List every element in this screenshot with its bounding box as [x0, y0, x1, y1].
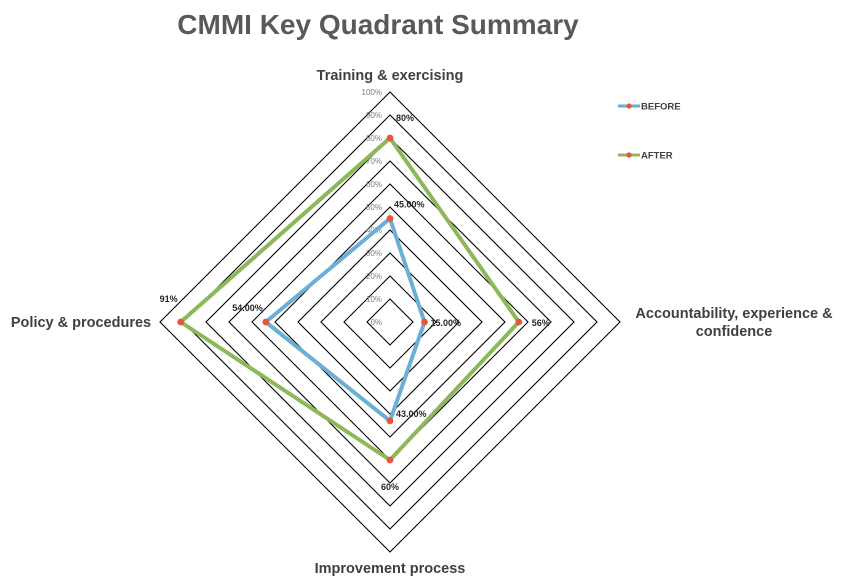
legend-label: AFTER [641, 151, 673, 162]
data-point-after [515, 318, 523, 326]
grid-ring [320, 252, 460, 392]
series-layer [177, 134, 523, 464]
data-point-before [386, 215, 394, 222]
data-point-after [386, 456, 394, 464]
tick-label: 50% [366, 203, 382, 212]
data-label-before: 15.00% [431, 318, 462, 328]
legend-marker [626, 103, 632, 109]
grid-ring [366, 298, 414, 346]
data-point-after [386, 134, 394, 142]
tick-label: 10% [366, 295, 382, 304]
grid-ring [228, 160, 552, 484]
legend-marker [626, 152, 632, 158]
axis-label: Accountability, experience &confidence [635, 306, 833, 340]
data-label-after: 91% [160, 294, 178, 304]
chart-title: CMMI Key Quadrant Summary [177, 9, 579, 40]
tick-label: 30% [366, 249, 382, 258]
tick-label: 80% [366, 134, 382, 143]
legend-label: BEFORE [641, 102, 681, 113]
data-label-after: 80% [396, 113, 414, 123]
grid-ring [205, 137, 575, 507]
tick-label: 60% [366, 180, 382, 189]
tick-labels: 0%10%20%30%40%50%60%70%80%90%100% [362, 88, 382, 327]
axis-label: Policy & procedures [11, 315, 151, 331]
tick-label: 0% [370, 318, 382, 327]
data-point-before [421, 318, 428, 326]
axis-label: Improvement process [315, 561, 466, 577]
tick-label: 70% [366, 157, 382, 166]
series-line-after [178, 136, 521, 462]
data-point-before [386, 417, 394, 425]
data-label-before: 43.00% [396, 409, 427, 419]
data-point-after [177, 318, 185, 326]
data-label-before: 45.00% [394, 200, 425, 210]
legend-item-after: AFTER [618, 151, 673, 162]
series-line-before [263, 216, 427, 423]
grid-ring [182, 114, 598, 530]
tick-label: 20% [366, 272, 382, 281]
grid-ring [159, 91, 621, 553]
data-label-after: 56% [532, 318, 550, 328]
tick-label: 90% [366, 111, 382, 120]
data-point-before [262, 318, 270, 326]
tick-label: 100% [362, 88, 382, 97]
data-label-after: 60% [381, 482, 399, 492]
grid-ring [297, 229, 483, 415]
legend-item-before: BEFORE [618, 102, 681, 113]
axis-label: Training & exercising [317, 68, 464, 84]
data-label-before: 54.00% [232, 303, 263, 313]
legend: BEFORE AFTER [618, 102, 681, 162]
data-labels: 45.00% 15.00% 43.00% 54.00% 80% 56% 60% 91% [160, 113, 550, 492]
